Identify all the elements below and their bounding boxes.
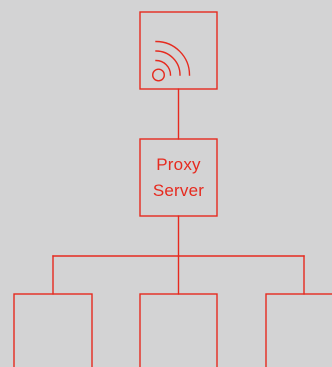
child-node-right [265, 293, 332, 367]
child-node-center [139, 293, 218, 367]
child-node-left [13, 293, 93, 367]
proxy-label-line1: Proxy [156, 154, 201, 174]
proxy-server-label: Proxy Server [140, 139, 217, 216]
proxy-label-line2: Server [152, 180, 205, 200]
rss-feed-icon [151, 40, 191, 82]
